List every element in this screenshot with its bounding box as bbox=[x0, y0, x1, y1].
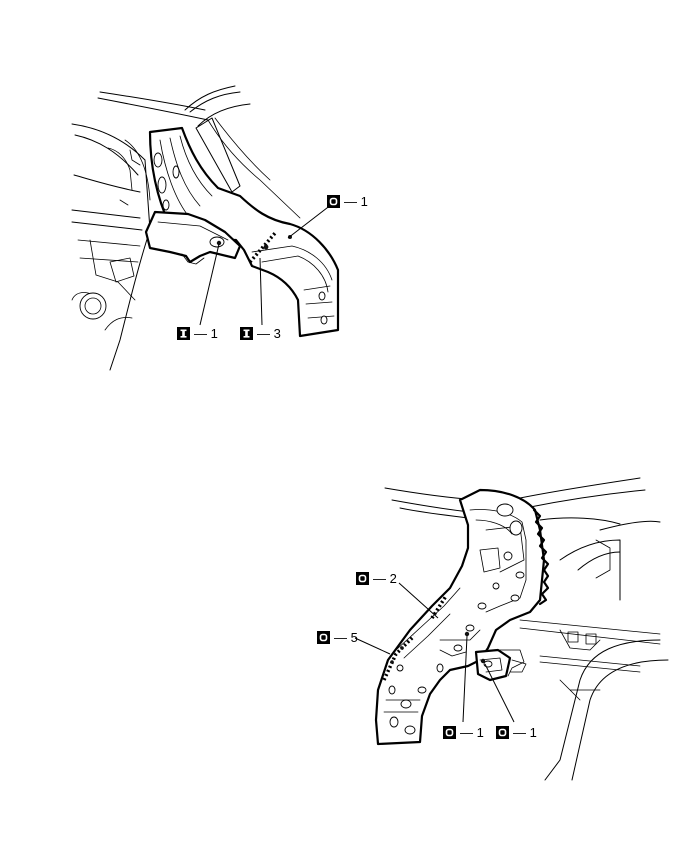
callout-top-i-3: — 3 bbox=[240, 326, 281, 341]
callout-bottom-o-1a: — 1 bbox=[443, 725, 484, 740]
callout-top-o-1: — 1 bbox=[327, 194, 368, 209]
callout-bottom-o-1b: — 1 bbox=[496, 725, 537, 740]
callout-label: — 1 bbox=[194, 326, 218, 341]
spot-weld-outer-icon bbox=[356, 572, 369, 585]
callout-label: — 3 bbox=[257, 326, 281, 341]
spot-weld-outer-icon bbox=[443, 726, 456, 739]
callout-bottom-o-5: — 5 bbox=[317, 630, 358, 645]
callout-label: — 2 bbox=[373, 571, 397, 586]
top-diagram bbox=[71, 85, 340, 371]
callout-label: — 1 bbox=[460, 725, 484, 740]
callout-label: — 5 bbox=[334, 630, 358, 645]
bottom-diagram bbox=[354, 477, 669, 781]
callout-bottom-o-2: — 2 bbox=[356, 571, 397, 586]
callout-label: — 1 bbox=[344, 194, 368, 209]
callout-label: — 1 bbox=[513, 725, 537, 740]
spot-weld-outer-icon bbox=[327, 195, 340, 208]
spot-weld-outer-icon bbox=[496, 726, 509, 739]
spot-weld-outer-icon bbox=[317, 631, 330, 644]
callout-top-i-1: — 1 bbox=[177, 326, 218, 341]
